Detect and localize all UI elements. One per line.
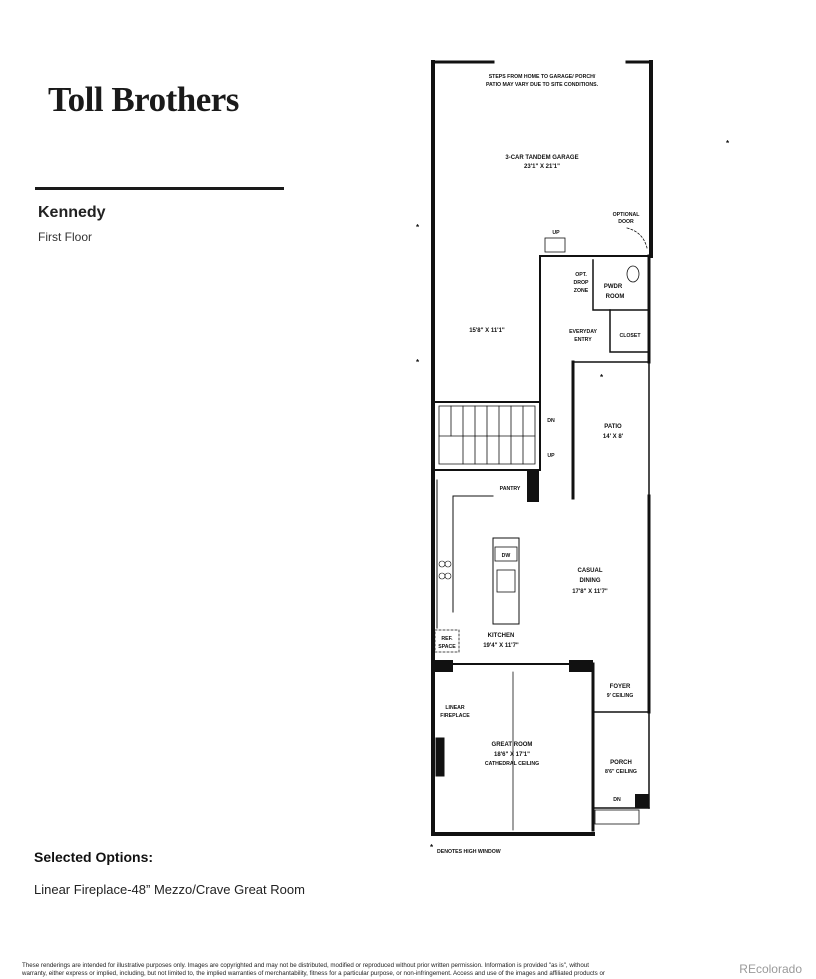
everyday-line-1: EVERYDAY: [569, 329, 597, 335]
fireplace-line-1: LINEAR: [445, 705, 465, 711]
stair-dn-label: DN: [547, 418, 555, 424]
pantry-label: PANTRY: [500, 486, 521, 492]
everyday-line-2: ENTRY: [574, 337, 592, 343]
kitchen-island: [492, 537, 520, 625]
great-room-ceiling: CATHEDRAL CEILING: [485, 761, 539, 767]
porch-step: [594, 809, 640, 825]
wall-patio: [572, 361, 650, 497]
ref-line-2: SPACE: [438, 644, 456, 650]
selected-options-heading: Selected Options:: [34, 849, 154, 865]
great-room-dim: 18'6" X 17'1": [494, 752, 530, 758]
kitchen-name: KITCHEN: [488, 633, 515, 639]
range-burner: [438, 560, 446, 568]
stair-up-label: UP: [547, 453, 555, 459]
model-name: Kennedy: [38, 204, 106, 221]
porch-ceiling: 8'6" CEILING: [605, 769, 637, 775]
high-window-note: DENOTES HIGH WINDOW: [437, 849, 501, 855]
range-burner: [438, 572, 446, 580]
garage-dim: 23'1" X 21'1": [524, 164, 560, 170]
opt-drop-line-2: DROP: [574, 280, 590, 286]
high-window-marker: *: [416, 358, 420, 367]
great-room-corner: [433, 660, 453, 672]
high-window-marker: *: [600, 373, 604, 382]
wall-closet: [609, 309, 650, 353]
brand-divider: [35, 187, 284, 190]
pwdr-line-2: ROOM: [606, 294, 625, 300]
garage-note-line-1: STEPS FROM HOME TO GARAGE/ PORCH/: [489, 74, 596, 80]
garage-up-label: UP: [552, 230, 560, 236]
high-window-marker: *: [416, 223, 420, 232]
range-burner: [444, 560, 452, 568]
wall-porch: [592, 711, 650, 809]
garage-name: 3-CAR TANDEM GARAGE: [505, 155, 578, 161]
disclaimer-text: These renderings are intended for illust…: [22, 962, 737, 978]
opt-drop-line-1: OPT.: [575, 272, 587, 278]
selected-option-item: Linear Fireplace-48” Mezzo/Crave Great R…: [34, 882, 305, 897]
garage-note-line-2: PATIO MAY VARY DUE TO SITE CONDITIONS.: [486, 82, 599, 88]
porch-name: PORCH: [610, 760, 632, 766]
ref-line-1: REF.: [441, 636, 453, 642]
casual-dim: 17'8" X 11'7": [572, 589, 608, 595]
stairs: [438, 405, 536, 465]
dishwasher: [494, 546, 518, 562]
high-window-marker: *: [430, 843, 434, 852]
kitchen-counter: [436, 479, 494, 629]
porch-dn-label: DN: [613, 797, 621, 803]
ref-space: [434, 629, 460, 653]
disclaimer-line-1: These renderings are intended for illust…: [22, 962, 589, 969]
optional-door: [626, 227, 648, 249]
garage-step: [544, 237, 566, 253]
porch-column: [635, 794, 649, 808]
foyer-name: FOYER: [610, 684, 631, 690]
optional-door-line-2: DOOR: [618, 219, 634, 225]
linear-fireplace: [435, 737, 445, 777]
optional-door-line-1: OPTIONAL: [613, 212, 641, 218]
pwdr-line-1: PWDR: [604, 284, 623, 290]
casual-line-1: CASUAL: [578, 568, 603, 574]
foyer-wall-block: [569, 660, 593, 672]
disclaimer-line-2: warranty, either express or implied, inc…: [22, 970, 605, 977]
high-window-marker: *: [726, 139, 730, 148]
garage-ext-dim: 15'8" X 11'1": [469, 328, 505, 334]
patio-dim: 14' X 8': [603, 434, 624, 440]
island-sink: [496, 569, 516, 593]
floor-plan: STEPS FROM HOME TO GARAGE/ PORCH/ PATIO …: [405, 52, 737, 864]
recolorado-watermark: REcolorado: [739, 962, 802, 976]
great-room-name: GREAT ROOM: [492, 742, 533, 748]
pantry-wall: [527, 470, 539, 502]
toilet: [626, 265, 640, 283]
kitchen-dim: 19'4" X 11'7": [483, 643, 519, 649]
dw-label: DW: [502, 553, 511, 559]
fireplace-line-2: FIREPLACE: [440, 713, 470, 719]
opt-drop-line-3: ZONE: [574, 288, 589, 294]
toll-brothers-logo: Toll Brothers: [48, 80, 239, 119]
range-burner: [444, 572, 452, 580]
casual-line-2: DINING: [580, 578, 601, 584]
foyer-ceiling: 9' CEILING: [607, 693, 634, 699]
closet-label: CLOSET: [619, 333, 641, 339]
floor-label: First Floor: [38, 230, 92, 244]
patio-name: PATIO: [604, 424, 622, 430]
wall-pwdr: [592, 259, 650, 311]
